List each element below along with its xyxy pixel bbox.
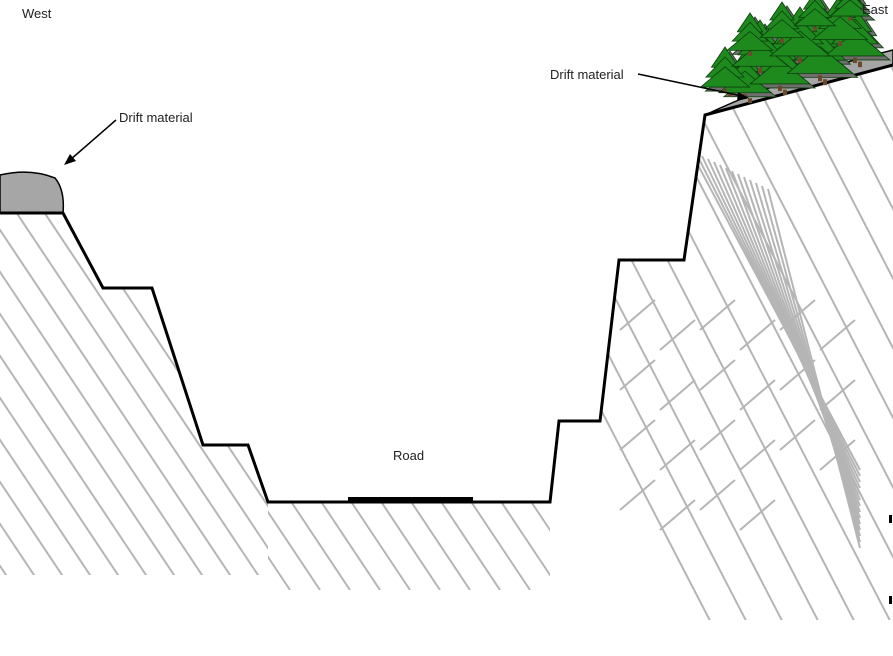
rock-joint-line bbox=[659, 439, 696, 471]
rock-joint-line bbox=[659, 379, 696, 411]
rock-hatch-line bbox=[499, 502, 550, 590]
rock-hatch-line bbox=[469, 502, 531, 590]
rock-hatch-line bbox=[91, 213, 268, 575]
rock-hatch-line bbox=[671, 65, 893, 620]
conifer-tree-icon bbox=[726, 12, 774, 56]
rock-bedding-line bbox=[713, 161, 861, 495]
rock-hatch-line bbox=[259, 213, 268, 575]
rock-hatch-line bbox=[590, 500, 650, 590]
rock-hatch-line bbox=[349, 502, 411, 590]
rock-joint-line bbox=[739, 319, 776, 351]
rock-hatch-line bbox=[35, 213, 268, 575]
rock-joint-line bbox=[699, 359, 736, 391]
rock-joint-line bbox=[819, 439, 856, 471]
rock-joint-line bbox=[819, 379, 856, 411]
rock-hatch-line bbox=[550, 65, 829, 620]
rock-hatch-line bbox=[289, 502, 351, 590]
rock-bedding-line bbox=[725, 167, 861, 507]
rock-hatch-line bbox=[0, 213, 241, 575]
drift-material-label-west: Drift material bbox=[119, 110, 193, 125]
rock-hatch-line bbox=[707, 65, 893, 620]
rock-joint-line bbox=[619, 359, 656, 391]
rock-hatch-line bbox=[268, 502, 321, 590]
rock-hatch-line bbox=[63, 213, 268, 575]
west-label: West bbox=[22, 6, 52, 21]
edge-mark bbox=[889, 596, 892, 604]
rock-joint-line bbox=[659, 499, 696, 531]
road-label: Road bbox=[393, 448, 424, 463]
rock-hatch-line bbox=[175, 213, 268, 575]
rock-joint-line bbox=[819, 319, 856, 351]
rock-hatching-west bbox=[0, 200, 548, 590]
edge-mark bbox=[889, 515, 892, 523]
rock-joint-line bbox=[779, 359, 816, 391]
drift-arrow-east bbox=[637, 73, 749, 101]
rock-joint-line bbox=[619, 419, 656, 451]
rock-hatch-line bbox=[550, 65, 757, 620]
rock-hatch-line bbox=[0, 213, 17, 575]
drift-arrow-west bbox=[64, 119, 117, 165]
rock-hatch-line bbox=[439, 502, 501, 590]
rock-hatching-floor bbox=[268, 500, 650, 590]
rock-joint-line bbox=[739, 439, 776, 471]
rock-joint-line bbox=[699, 479, 736, 511]
ground-surface-profile bbox=[0, 63, 893, 504]
rock-hatch-line bbox=[203, 213, 268, 575]
rock-hatch-line bbox=[779, 65, 893, 620]
rock-joint-line bbox=[619, 299, 656, 331]
rock-hatch-line bbox=[815, 65, 893, 620]
rock-hatch-line bbox=[550, 65, 793, 620]
rock-hatch-line bbox=[0, 213, 129, 575]
rock-joint-line bbox=[739, 379, 776, 411]
rock-hatch-line bbox=[0, 213, 157, 575]
rock-hatch-line bbox=[409, 502, 471, 590]
rock-joint-line bbox=[659, 319, 696, 351]
rock-hatch-line bbox=[319, 502, 381, 590]
rock-hatch-line bbox=[0, 213, 185, 575]
rock-hatching-east bbox=[550, 65, 893, 620]
east-label: East bbox=[862, 2, 888, 17]
drift-deposit-west bbox=[0, 171, 65, 214]
rock-hatch-line bbox=[550, 65, 721, 620]
rock-joint-line bbox=[739, 499, 776, 531]
rock-joint-line bbox=[779, 299, 816, 331]
rock-hatch-line bbox=[288, 200, 548, 590]
conifer-tree-icon bbox=[793, 0, 837, 31]
rock-hatch-line bbox=[0, 213, 73, 575]
conifer-tree-icon bbox=[829, 0, 871, 21]
rock-hatch-line bbox=[231, 213, 268, 575]
drift-material-label-east: Drift material bbox=[550, 67, 624, 82]
rock-joint-line bbox=[699, 299, 736, 331]
rock-bedding-line bbox=[767, 188, 861, 549]
tree-stand bbox=[699, 0, 892, 103]
rock-joint-line bbox=[619, 479, 656, 511]
rock-hatch-line bbox=[529, 502, 550, 590]
rock-joint-line bbox=[699, 419, 736, 451]
rock-bedding-line bbox=[719, 164, 861, 501]
rock-hatch-line bbox=[379, 502, 441, 590]
rock-hatch-line bbox=[0, 213, 213, 575]
rock-hatch-line bbox=[268, 502, 291, 590]
rock-hatch-line bbox=[7, 213, 268, 575]
rock-hatch-line bbox=[743, 65, 893, 620]
rock-hatch-line bbox=[0, 213, 101, 575]
rock-hatch-line bbox=[560, 500, 620, 590]
rock-joint-line bbox=[779, 419, 816, 451]
conifer-tree-icon bbox=[759, 1, 805, 43]
rock-hatch-line bbox=[0, 213, 45, 575]
conifer-tree-icon bbox=[699, 46, 751, 93]
